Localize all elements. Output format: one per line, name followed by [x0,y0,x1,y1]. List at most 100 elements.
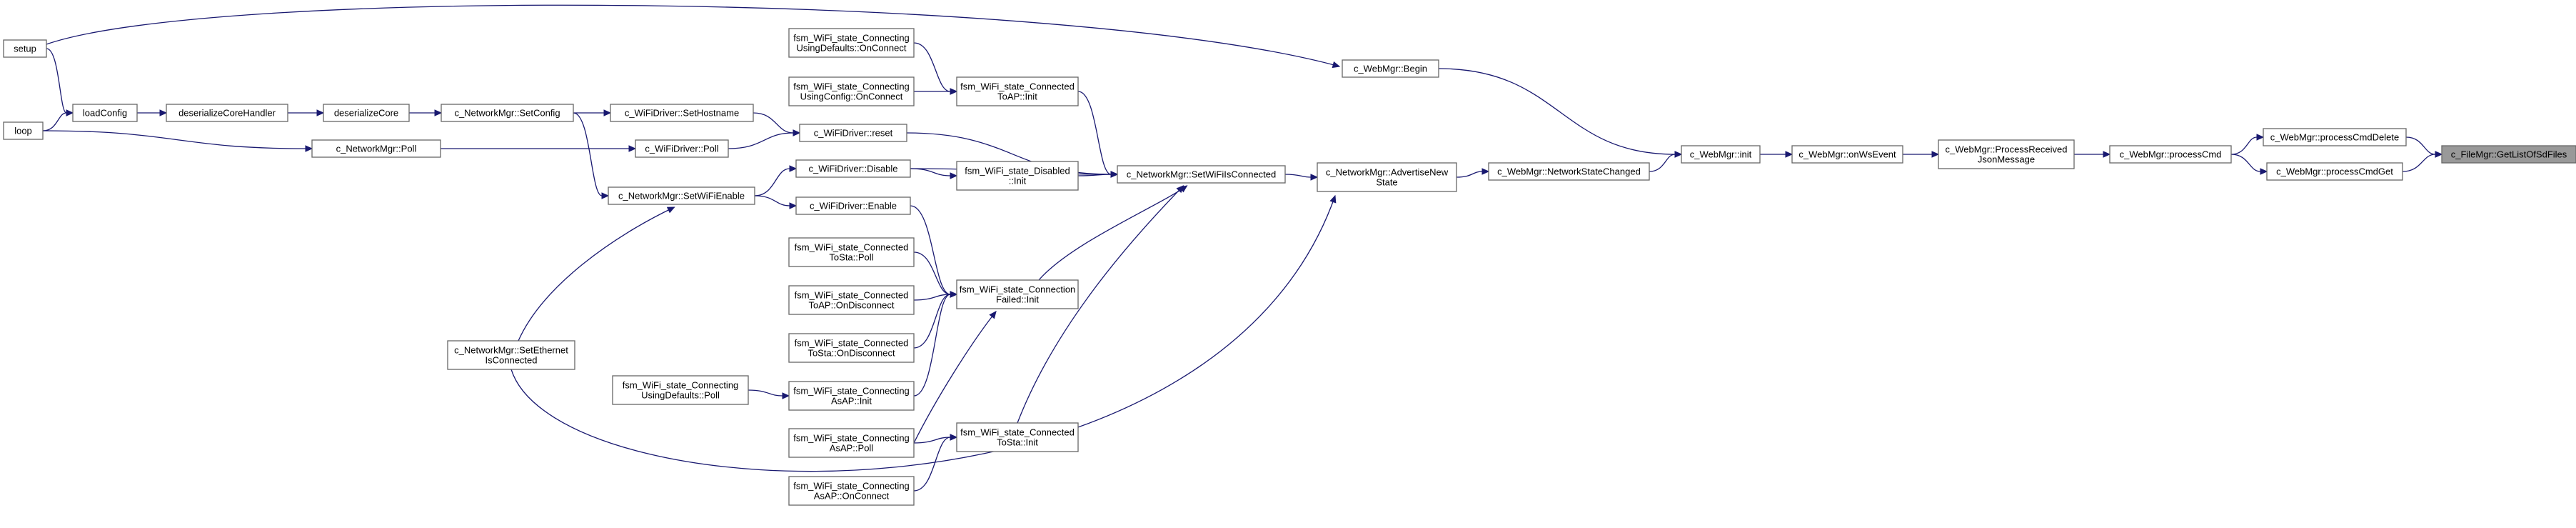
edge-caaponc-to-ctstainit [913,434,958,492]
edge-sethost-to-reset [753,112,801,136]
edge-line [913,294,951,397]
edge-ctspoll-to-cfinit [913,251,958,298]
edge-arrowhead [950,88,958,95]
node-loadcfg[interactable]: loadConfig [72,104,138,122]
edge-line [2230,136,2258,155]
edge-arrowhead [1329,194,1337,204]
node-label: JsonMessage [1978,154,2035,165]
edge-arrowhead [950,172,958,179]
node-label: c_WebMgr::NetworkStateChanged [1497,166,1641,177]
node-sethost[interactable]: c_WiFiDriver::SetHostname [610,104,754,122]
edge-arrowhead [789,165,798,172]
node-box [788,285,915,315]
edge-line [573,112,603,196]
edge-arrowhead [434,109,443,116]
node-deshand[interactable]: deserializeCoreHandler [166,104,288,122]
edge-arrowhead [1332,61,1341,69]
edge-arrowhead [793,129,801,136]
node-box [608,186,755,205]
node-box [1488,162,1650,181]
node-setwific[interactable]: c_NetworkMgr::SetWiFiIsConnected [1117,165,1286,184]
node-box [1117,165,1286,184]
edge-line [913,294,951,301]
node-begin[interactable]: c_WebMgr::Begin [1342,59,1439,78]
node-setwifien[interactable]: c_NetworkMgr::SetWiFiEnable [608,186,755,205]
node-box [956,279,1079,309]
node-box [447,340,575,370]
node-label: c_NetworkMgr::SetConfig [454,108,560,119]
edge-loop-to-npoll [42,130,313,152]
node-label: fsm_WiFi_state_Connected [960,427,1075,438]
node-cucoc[interactable]: fsm_WiFi_state_ConnectingUsingConfig::On… [788,76,915,106]
node-loop[interactable]: loop [3,121,44,140]
node-label: c_WebMgr::init [1690,149,1752,160]
edge-cucoc-to-ctapinit [914,88,958,95]
node-npoll[interactable]: c_NetworkMgr::Poll [311,139,441,158]
node-disinit[interactable]: fsm_WiFi_state_Disabled::Init [956,161,1079,191]
node-label: c_FileMgr::GetListOfSdFiles [2451,149,2567,160]
node-cudpoll[interactable]: fsm_WiFi_state_ConnectingUsingDefaults::… [612,375,749,405]
node-label: fsm_WiFi_state_Disabled [965,166,1070,176]
edge-arrowhead [601,192,610,199]
edge-line [1649,154,1676,172]
edge-setwifien-to-disable [754,165,798,196]
node-label: ToSta::OnDisconnect [807,348,895,359]
node-box [2109,145,2232,164]
node-netchg[interactable]: c_WebMgr::NetworkStateChanged [1488,162,1650,181]
edge-arrowhead [1674,151,1683,158]
edge-line [748,389,783,397]
edge-arrowhead [1310,174,1319,181]
edge-line [2402,154,2436,172]
node-box [788,237,915,267]
edge-arrowhead [305,145,313,152]
node-label: c_NetworkMgr::SetEthernet [454,345,568,356]
node-getlist[interactable]: c_FileMgr::GetListOfSdFiles [2441,145,2576,164]
node-proccmd[interactable]: c_WebMgr::processCmd [2109,145,2232,164]
edge-loop-to-loadcfg [42,109,74,131]
node-descore[interactable]: deserializeCore [323,104,410,122]
node-cmdget[interactable]: c_WebMgr::processCmdGet [2266,162,2403,181]
node-onws[interactable]: c_WebMgr::onWsEvent [1791,145,1903,164]
node-box [1317,162,1457,192]
node-wpoll[interactable]: c_WiFiDriver::Poll [635,139,729,158]
edge-setup-to-begin [46,4,1341,69]
edge-line [910,205,951,295]
edge-line [753,112,794,134]
node-ctapdisc[interactable]: fsm_WiFi_state_ConnectedToAP::OnDisconne… [788,285,915,315]
edge-arrowhead [2260,168,2268,175]
node-label: ToSta::Poll [829,252,873,263]
node-reset[interactable]: c_WiFiDriver::reset [799,124,907,142]
edge-line [913,437,951,492]
node-init[interactable]: c_WebMgr::init [1681,145,1761,164]
node-setconfig[interactable]: c_NetworkMgr::SetConfig [441,104,574,122]
node-disable[interactable]: c_WiFiDriver::Disable [795,159,911,178]
node-label: UsingConfig::OnConnect [800,91,903,102]
edge-advnew-to-netchg [1456,168,1490,178]
edge-line [42,130,306,149]
edge-loadcfg-to-deshand [136,109,168,116]
edge-cudoc-to-ctapinit [913,42,958,95]
node-cudoc[interactable]: fsm_WiFi_state_ConnectingUsingDefaults::… [788,28,915,58]
node-box [72,104,138,122]
edge-proccmd-to-cmddel [2230,134,2265,155]
edge-arrowhead [1931,151,1940,158]
node-setup[interactable]: setup [3,39,47,58]
node-box [3,121,44,140]
edge-line [1077,91,1112,175]
node-ctsdisc[interactable]: fsm_WiFi_state_ConnectedToSta::OnDisconn… [788,333,915,363]
node-label: fsm_WiFi_state_Connection [960,284,1076,295]
edge-line [910,168,951,176]
node-enable[interactable]: c_WiFiDriver::Enable [795,196,911,215]
edge-seteth-to-advnew [510,194,1337,472]
node-cmddel[interactable]: c_WebMgr::processCmdDelete [2263,128,2407,146]
